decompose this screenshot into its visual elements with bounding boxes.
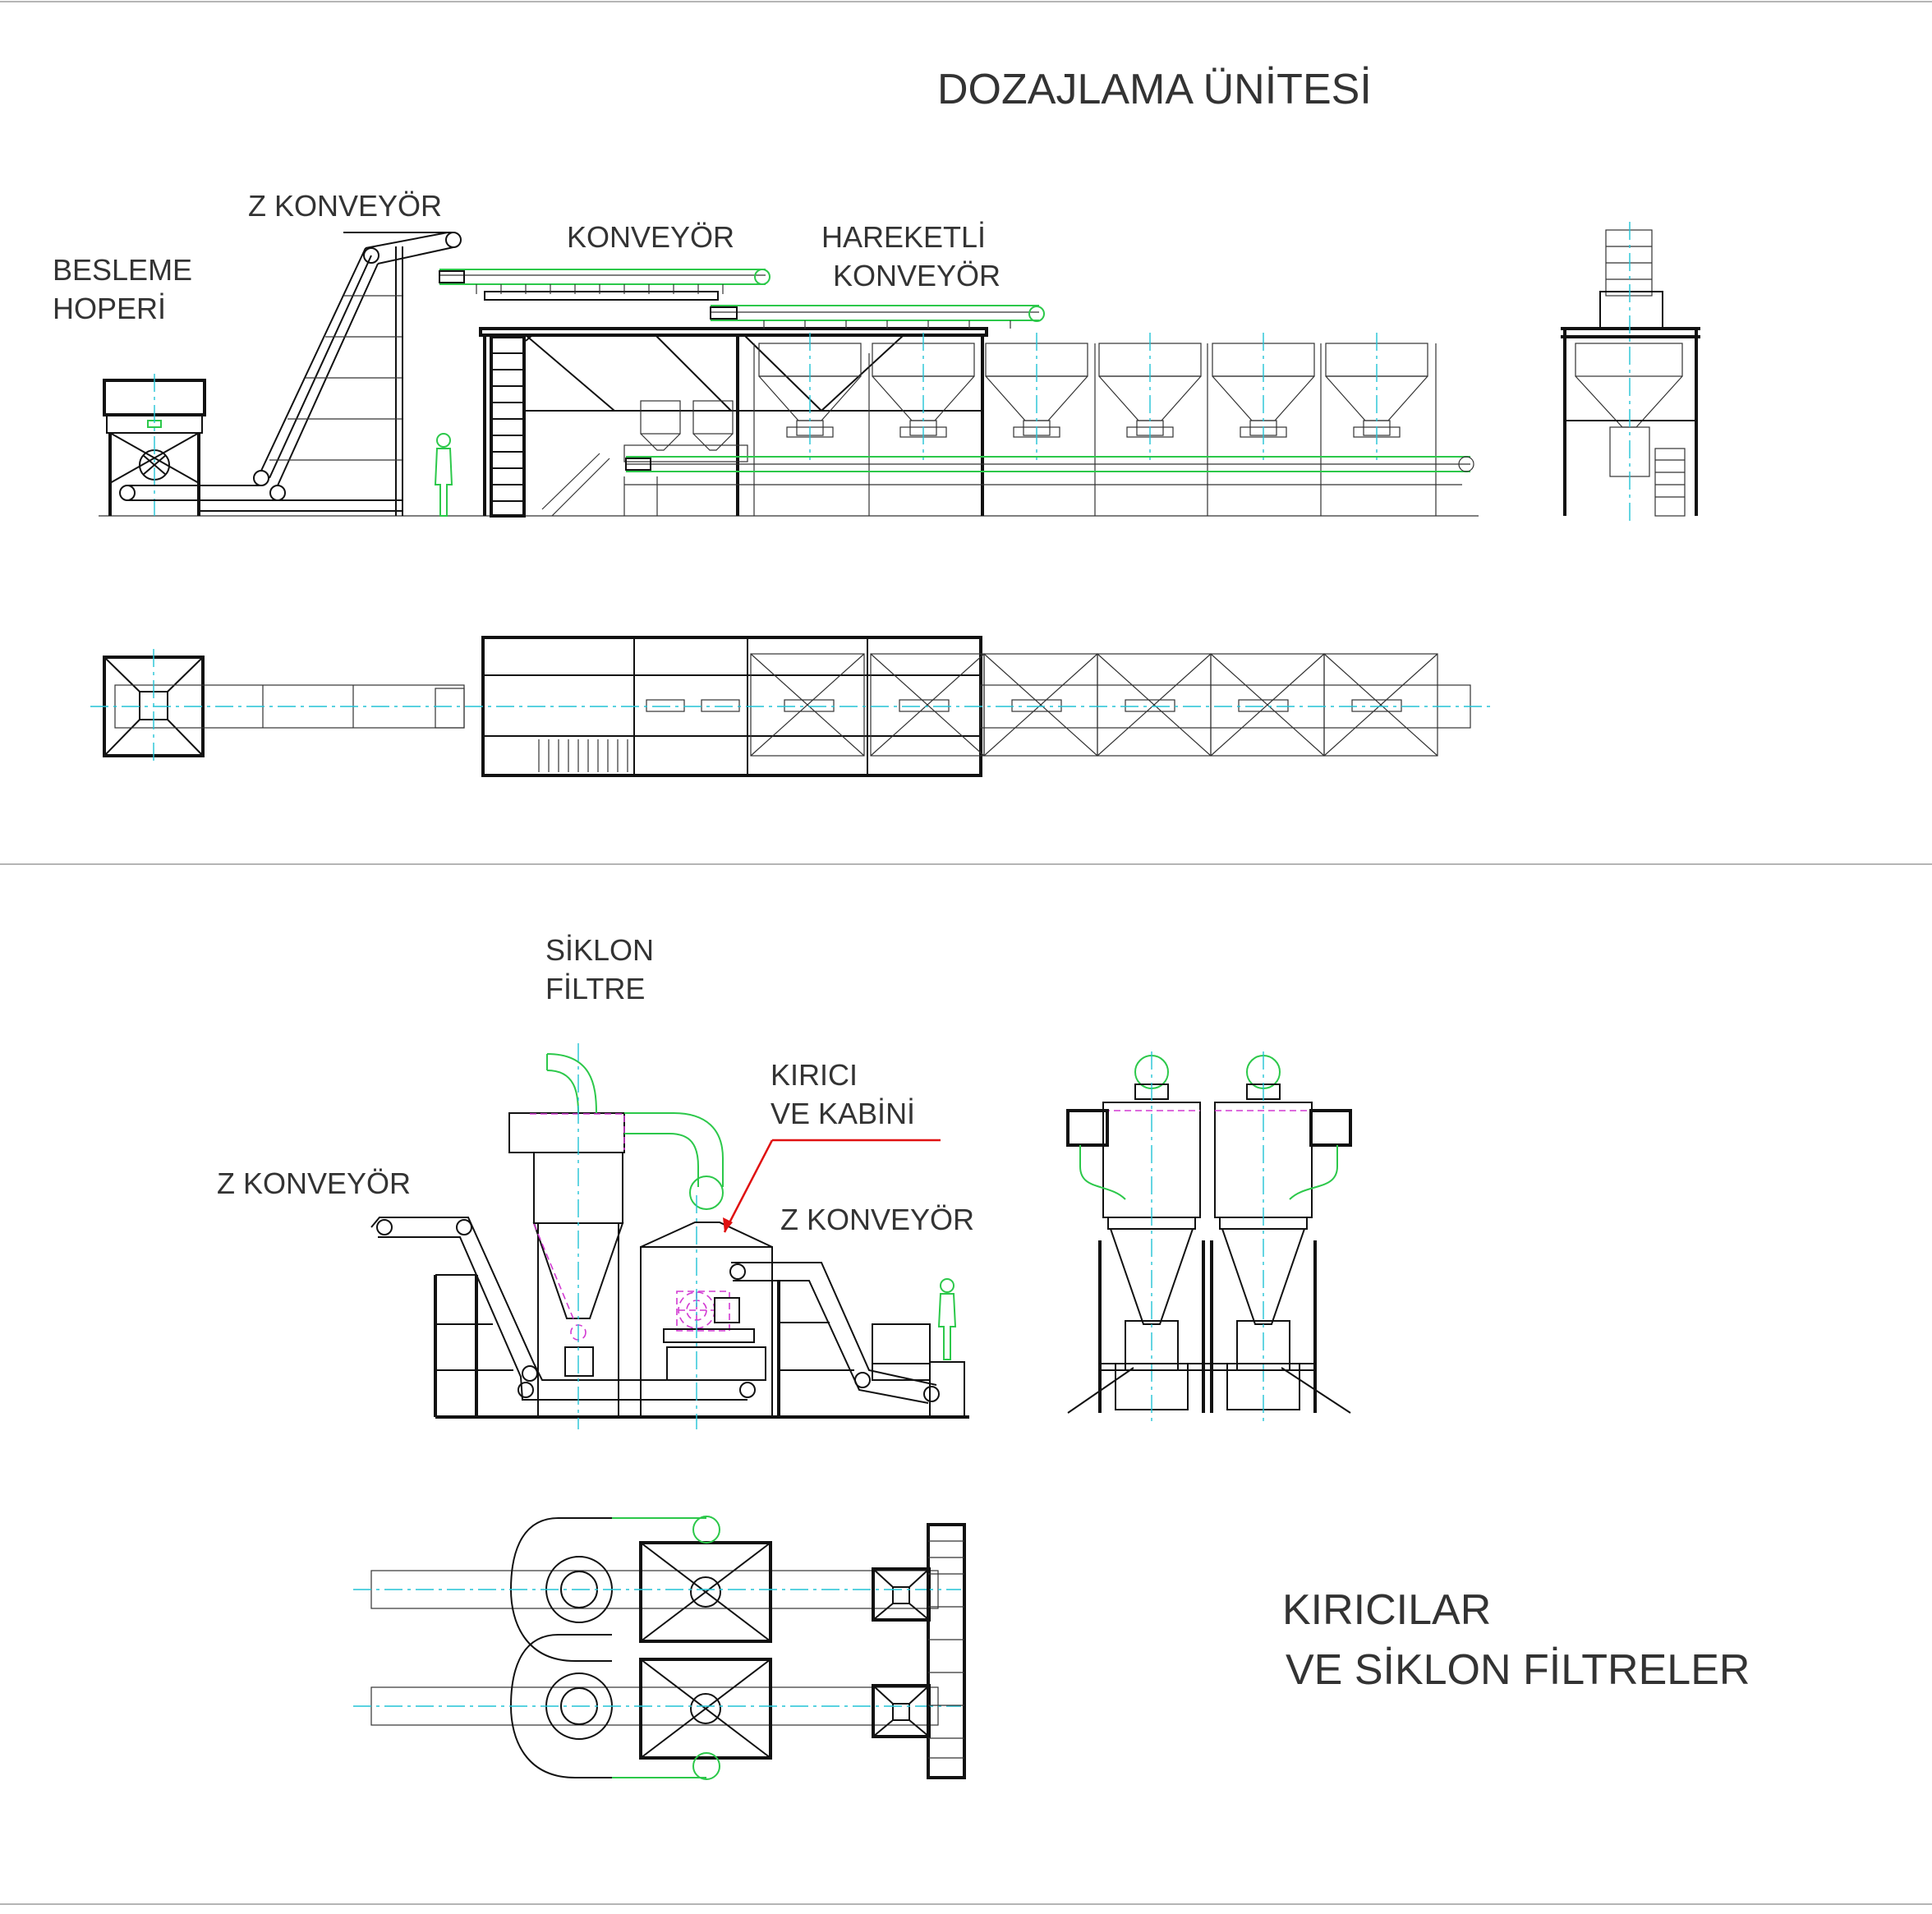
z-conveyor-right <box>729 1262 965 1417</box>
label-line: KIRICILAR <box>1282 1586 1492 1634</box>
label-besleme-hoperi: BESLEME HOPERİ <box>53 251 192 329</box>
label-hareketli-konveyor: HAREKETLİ KONVEYÖR <box>821 219 1000 296</box>
label-siklon-filtre: SİKLON FİLTRE <box>545 932 654 1009</box>
dosing-end-elevation <box>1561 222 1700 526</box>
dosing-plan-view <box>90 636 1491 777</box>
label-z-konveyor-top: Z KONVEYÖR <box>248 189 443 223</box>
bin-plan-cells <box>646 653 1471 757</box>
label-line: BESLEME <box>53 253 193 287</box>
crusher-cabin <box>640 1139 941 1429</box>
z-conveyor-top <box>119 232 462 516</box>
moving-conveyor <box>710 305 1045 329</box>
label-z-konveyor-left: Z KONVEYÖR <box>217 1166 412 1200</box>
dosing-side-elevation <box>99 232 1479 518</box>
crusher-end-elevation <box>1066 1050 1352 1427</box>
label-konveyor: KONVEYÖR <box>567 220 735 254</box>
dosing-bins <box>753 333 1437 516</box>
feed-hopper <box>103 374 206 516</box>
cyclone-filter <box>508 1043 724 1429</box>
platform-structure <box>479 291 988 518</box>
label-line: SİKLON <box>545 933 655 967</box>
collecting-conveyor <box>623 456 1474 516</box>
label-line: FİLTRE <box>545 971 646 1005</box>
label-line: HOPERİ <box>53 291 167 325</box>
operator-figure-2 <box>937 1278 957 1360</box>
crusher-side-elevation <box>370 1043 969 1429</box>
label-line: VE KABİNİ <box>770 1096 916 1130</box>
crusher-plan-view <box>352 1516 966 1780</box>
label-line: HAREKETLİ <box>821 220 987 254</box>
dozajlama-title: DOZAJLAMA ÜNİTESİ <box>937 66 1372 113</box>
label-z-konveyor-right: Z KONVEYÖR <box>780 1203 975 1236</box>
label-line: VE SİKLON FİLTRELER <box>1286 1645 1750 1694</box>
kiricilar-title: KIRICILAR VE SİKLON FİLTRELER <box>1282 1580 1750 1700</box>
label-line: KONVEYÖR <box>833 258 1001 292</box>
small-feeders <box>623 400 748 462</box>
operator-figure <box>434 433 453 517</box>
label-kirici-ve-kabini: KIRICI VE KABİNİ <box>770 1056 915 1134</box>
label-line: KIRICI <box>770 1058 858 1092</box>
upper-belt-conveyor <box>439 269 770 294</box>
